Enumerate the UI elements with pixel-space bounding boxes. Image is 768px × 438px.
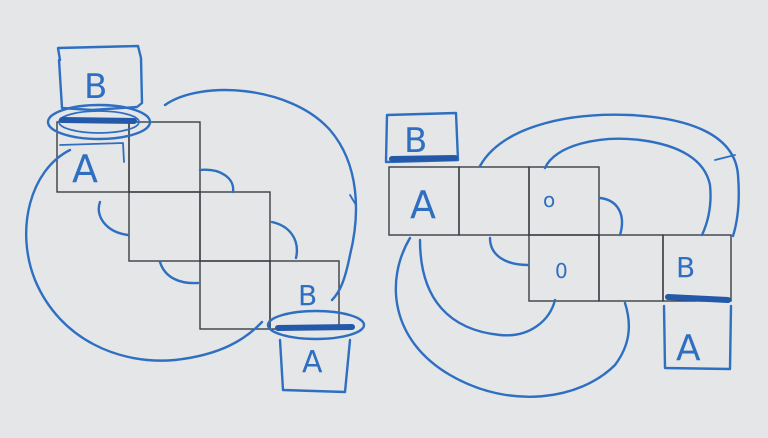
right-net-face-5	[598, 234, 664, 302]
left-net-face-3	[128, 191, 201, 262]
right-net-inner-fold-curve	[543, 137, 712, 237]
left-net-bottom-tab-outline	[278, 338, 352, 394]
left-net-bottom-hinge-bar	[275, 324, 355, 331]
right-net-bottom-tab-label: A	[676, 328, 701, 369]
right-net-middle-fold-curve	[418, 238, 557, 337]
left-net-inner-arc-4	[270, 220, 299, 260]
left-net-top-ellipse-inner	[58, 110, 140, 134]
right-net-left-face-label: A	[410, 183, 436, 227]
left-net-face-4	[199, 191, 271, 262]
left-net-bottom-tab-label: B	[298, 279, 317, 312]
right-net-top-mark: o	[543, 188, 555, 212]
right-cube-net: B A o 0 B A	[384, 111, 740, 398]
right-net-inner-arc-1	[488, 236, 530, 267]
right-net-face-2	[458, 166, 530, 236]
left-net-top-tab-label: B	[84, 67, 107, 107]
right-net-outer-fold-curve	[394, 236, 631, 398]
right-net-fold-tick	[714, 154, 736, 161]
left-net-bottom-face-label: A	[302, 345, 323, 380]
right-net-top-hinge-bar	[389, 155, 458, 162]
right-net-right-face-label: B	[676, 251, 695, 284]
left-net-top-ellipse	[46, 103, 152, 141]
left-net-upper-fold-tick	[349, 194, 357, 206]
right-net-bottom-mark: 0	[555, 259, 568, 283]
left-net-inner-arc-1	[97, 200, 130, 237]
left-cube-net: B A B A	[24, 44, 366, 394]
right-net-top-tab-outline	[384, 111, 460, 164]
left-net-bottom-ellipse	[266, 309, 366, 341]
left-net-top-hinge-bar	[59, 117, 137, 124]
left-net-outer-fold-curve	[24, 148, 264, 362]
right-net-top-tab-label: B	[404, 121, 427, 161]
right-net-upper-fold-curve	[478, 113, 740, 238]
right-net-face-3	[528, 166, 600, 236]
right-net-face-6	[662, 234, 732, 302]
right-net-right-hinge-bar	[665, 294, 731, 303]
right-net-bottom-tab-outline	[662, 304, 733, 371]
left-net-upper-fold-curve	[163, 88, 358, 302]
right-net-inner-arc-2	[598, 196, 624, 237]
left-net-face-1-bracket	[59, 142, 125, 163]
left-net-face-5	[199, 260, 271, 330]
left-net-inner-arc-3	[158, 260, 200, 285]
left-net-top-face-label: A	[72, 147, 98, 191]
left-net-inner-arc-2	[198, 168, 235, 194]
